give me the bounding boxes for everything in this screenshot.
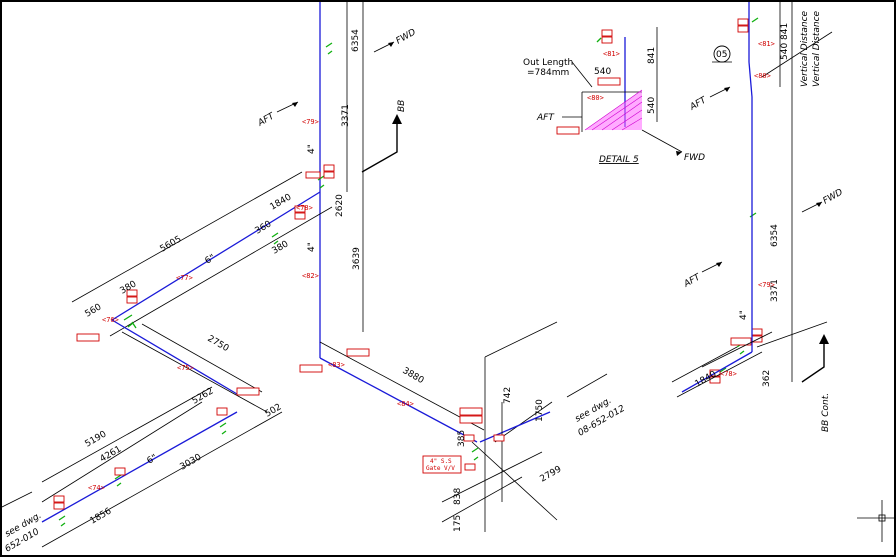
svg-text:<77>: <77> <box>176 274 193 282</box>
svg-text:4": 4" <box>307 144 317 154</box>
svg-text:<82>: <82> <box>302 272 319 280</box>
svg-text:<81>: <81> <box>603 50 620 58</box>
svg-text:<80>: <80> <box>587 94 604 102</box>
svg-text:<83>: <83> <box>328 361 345 369</box>
svg-text:3880: 3880 <box>401 366 426 386</box>
svg-text:560: 560 <box>84 302 104 319</box>
svg-text:540: 540 <box>780 43 790 60</box>
svg-text:3639: 3639 <box>352 247 362 270</box>
svg-text:1840: 1840 <box>269 192 294 212</box>
svg-text:841: 841 <box>780 23 790 40</box>
svg-text:2620: 2620 <box>335 194 345 217</box>
pipe-branch-lower-left <box>41 411 238 523</box>
gate-valve-note-box <box>422 455 462 474</box>
direction-fwd-left: FWD <box>373 27 418 53</box>
out-length-label: Out Length <box>523 58 573 68</box>
svg-text:<75>: <75> <box>177 364 194 372</box>
svg-text:362: 362 <box>762 370 772 387</box>
svg-text:380: 380 <box>271 239 291 256</box>
fitting-markers <box>58 17 759 527</box>
tag-circle: 05 <box>716 50 727 60</box>
svg-text:3371: 3371 <box>341 104 351 127</box>
pipe-branch-mid <box>111 319 238 395</box>
svg-text:FWD: FWD <box>395 27 418 46</box>
vertical-distance-label: Vertical Distance <box>800 10 810 87</box>
svg-text:<79>: <79> <box>758 281 775 289</box>
right-view: 05 841 540 6354 3371 1840 362 <81> <80> … <box>671 2 845 432</box>
svg-text:3371: 3371 <box>770 279 780 302</box>
svg-text:1856: 1856 <box>89 506 114 526</box>
svg-text:BB Cont.: BB Cont. <box>821 393 831 432</box>
svg-text:742: 742 <box>503 387 513 404</box>
svg-text:385: 385 <box>457 430 467 447</box>
svg-text:3030: 3030 <box>179 452 204 472</box>
svg-text:AFT: AFT <box>256 111 278 129</box>
gate-valve-note-line1: 4" S.S <box>430 458 452 465</box>
svg-text:<81>: <81> <box>758 40 775 48</box>
svg-text:AFT: AFT <box>682 272 704 290</box>
crosshair-cursor-icon[interactable] <box>857 500 896 542</box>
direction-aft-left: AFT <box>256 101 299 129</box>
svg-text:<76>: <76> <box>102 316 119 324</box>
svg-text:<78>: <78> <box>296 204 313 212</box>
svg-text:<84>: <84> <box>397 400 414 408</box>
svg-text:1840: 1840 <box>694 369 719 389</box>
svg-text:5262: 5262 <box>191 386 216 406</box>
svg-text:Vertical Distance: Vertical Distance <box>812 10 822 87</box>
direction-bb-left: BB <box>361 100 407 173</box>
svg-text:<79>: <79> <box>302 118 319 126</box>
pipe-branch-upper-left <box>111 191 321 321</box>
svg-text:AFT: AFT <box>688 95 710 113</box>
svg-text:<78>: <78> <box>720 370 737 378</box>
weld-tags <box>53 18 763 510</box>
out-length-value: =784mm <box>527 68 569 78</box>
svg-text:841: 841 <box>647 47 657 64</box>
svg-text:5605: 5605 <box>159 234 184 254</box>
gate-valve-note-line2: Gate V/V <box>426 465 455 472</box>
svg-text:4": 4" <box>739 310 749 320</box>
svg-text:6": 6" <box>146 453 160 467</box>
svg-text:175: 175 <box>453 515 463 532</box>
svg-text:540: 540 <box>647 97 657 114</box>
svg-text:4": 4" <box>307 242 317 252</box>
svg-text:FWD: FWD <box>684 153 705 163</box>
svg-text:4261: 4261 <box>99 444 124 464</box>
detail-5: Out Length =784mm 540 540 841 <81> <80> … <box>523 27 705 165</box>
svg-text:<74>: <74> <box>88 484 105 492</box>
left-node-labels: <79> <78> <77> <82> <76> <75> <74> <83> … <box>88 118 414 492</box>
pipe-size-labels: 6" 6" 4" 4" <box>146 144 318 466</box>
svg-text:AFT: AFT <box>536 113 555 123</box>
svg-text:6354: 6354 <box>351 29 361 52</box>
svg-text:2750: 2750 <box>206 334 231 354</box>
svg-text:1750: 1750 <box>535 399 545 422</box>
svg-text:<80>: <80> <box>754 72 771 80</box>
pipe-bottom-run <box>319 357 478 443</box>
svg-text:BB: BB <box>397 100 407 112</box>
svg-text:FWD: FWD <box>822 187 845 206</box>
detail-title: DETAIL 5 <box>599 155 639 165</box>
svg-text:540: 540 <box>594 67 611 77</box>
svg-text:6": 6" <box>204 253 218 267</box>
svg-text:2799: 2799 <box>539 464 564 484</box>
svg-text:838: 838 <box>453 488 463 505</box>
svg-text:6354: 6354 <box>770 224 780 247</box>
